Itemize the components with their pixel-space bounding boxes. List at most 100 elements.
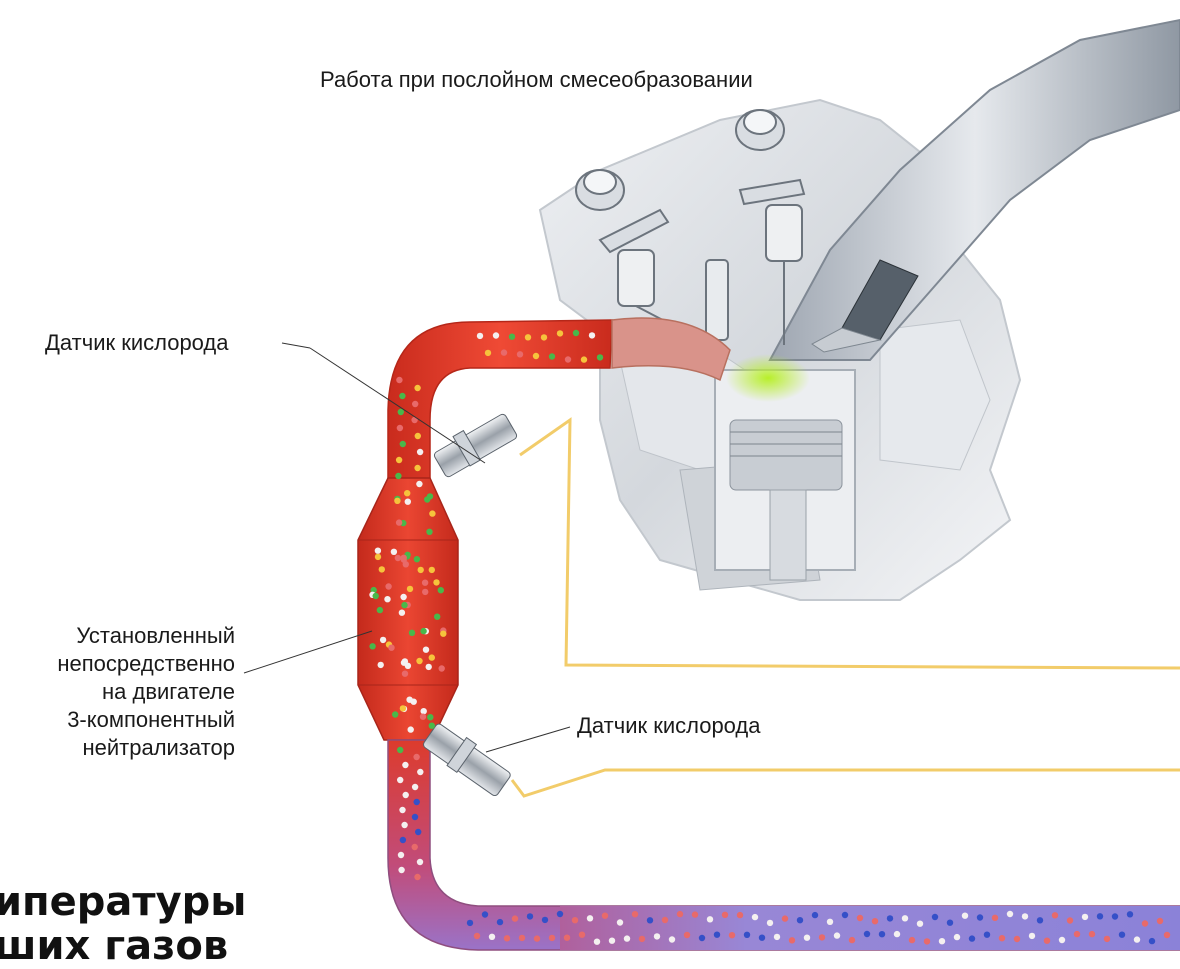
gas-particle	[375, 554, 381, 560]
exhaust-pipe-upper	[388, 320, 612, 480]
gas-particle	[407, 586, 413, 592]
gas-particle	[549, 353, 555, 359]
gas-particle	[380, 637, 386, 643]
gas-particle	[414, 465, 420, 471]
gas-particle	[377, 607, 383, 613]
label-oxygen-sensor-lower: Датчик кислорода	[577, 712, 761, 740]
gas-particle	[1142, 920, 1148, 926]
gas-particle	[819, 934, 825, 940]
gas-particle	[1044, 938, 1050, 944]
gas-particle	[414, 556, 420, 562]
gas-particle	[782, 915, 788, 921]
gas-particle	[422, 580, 428, 586]
gas-particle	[632, 911, 638, 917]
gas-particle	[375, 548, 381, 554]
gas-particle	[759, 935, 765, 941]
gas-particle	[396, 519, 402, 525]
gas-particle	[440, 631, 446, 637]
gas-particle	[402, 671, 408, 677]
gas-particle	[992, 915, 998, 921]
catalyst-label-line: непосредственно	[57, 650, 235, 678]
gas-particle	[1014, 936, 1020, 942]
gas-particle	[932, 914, 938, 920]
gas-particle	[412, 784, 418, 790]
section-heading-line: ших газов	[0, 924, 246, 968]
gas-particle	[433, 579, 439, 585]
gas-particle	[1127, 911, 1133, 917]
gas-particle	[400, 441, 406, 447]
gas-particle	[789, 937, 795, 943]
gas-particle	[589, 332, 595, 338]
gas-particle	[399, 610, 405, 616]
gas-particle	[1082, 914, 1088, 920]
gas-particle	[579, 932, 585, 938]
gas-particle	[1097, 913, 1103, 919]
gas-particle	[1067, 917, 1073, 923]
catalyst-label-line: 3-компонентный	[57, 706, 235, 734]
gas-particle	[1029, 933, 1035, 939]
gas-particle	[752, 914, 758, 920]
gas-particle	[707, 916, 713, 922]
gas-particle	[401, 660, 407, 666]
gas-particle	[412, 844, 418, 850]
gas-particle	[527, 913, 533, 919]
gas-particle	[403, 561, 409, 567]
gas-particle	[827, 919, 833, 925]
catalyst-label-line: Установленный	[57, 622, 235, 650]
gas-particle	[864, 931, 870, 937]
section-heading-fragment: ипературы ших газов	[0, 880, 246, 968]
gas-particle	[924, 938, 930, 944]
gas-particle	[391, 549, 397, 555]
oxygen-sensor-upper	[433, 413, 518, 478]
gas-particle	[423, 647, 429, 653]
gas-particle	[398, 867, 404, 873]
gas-particle	[414, 874, 420, 880]
gas-particle	[403, 792, 409, 798]
gas-particle	[564, 935, 570, 941]
gas-particle	[581, 356, 587, 362]
label-catalytic-converter: Установленный непосредственно на двигате…	[57, 622, 235, 762]
gas-particle	[385, 583, 391, 589]
gas-particle	[426, 529, 432, 535]
gas-particle	[485, 350, 491, 356]
gas-particle	[402, 762, 408, 768]
gas-particle	[684, 932, 690, 938]
gas-particle	[399, 807, 405, 813]
label-oxygen-sensor-upper: Датчик кислорода	[45, 329, 229, 357]
gas-particle	[1022, 913, 1028, 919]
gas-particle	[797, 917, 803, 923]
gas-particle	[396, 457, 402, 463]
gas-particle	[414, 799, 420, 805]
gas-particle	[842, 912, 848, 918]
gas-particle	[549, 935, 555, 941]
gas-particle	[729, 932, 735, 938]
cylinder-piston	[715, 370, 855, 580]
gas-particle	[744, 932, 750, 938]
gas-particle	[804, 935, 810, 941]
gas-particle	[602, 913, 608, 919]
gas-particle	[429, 567, 435, 573]
gas-particle	[392, 711, 398, 717]
catalyst-label-line: нейтрализатор	[57, 734, 235, 762]
gas-particle	[1089, 931, 1095, 937]
gas-particle	[417, 449, 423, 455]
gas-particle	[894, 931, 900, 937]
gas-particle	[1164, 932, 1170, 938]
gas-particle	[467, 920, 473, 926]
gas-particle	[594, 939, 600, 945]
gas-particle	[954, 934, 960, 940]
gas-particle	[1119, 932, 1125, 938]
catalyst-label-line: на двигателе	[57, 678, 235, 706]
gas-particle	[439, 665, 445, 671]
gas-particle	[812, 912, 818, 918]
gas-particle	[398, 409, 404, 415]
gas-particle	[517, 351, 523, 357]
gas-particle	[557, 330, 563, 336]
gas-particle	[624, 935, 630, 941]
gas-particle	[396, 377, 402, 383]
gas-particle	[493, 332, 499, 338]
gas-particle	[533, 353, 539, 359]
gas-particle	[1059, 937, 1065, 943]
gas-particle	[384, 596, 390, 602]
gas-particle	[397, 777, 403, 783]
